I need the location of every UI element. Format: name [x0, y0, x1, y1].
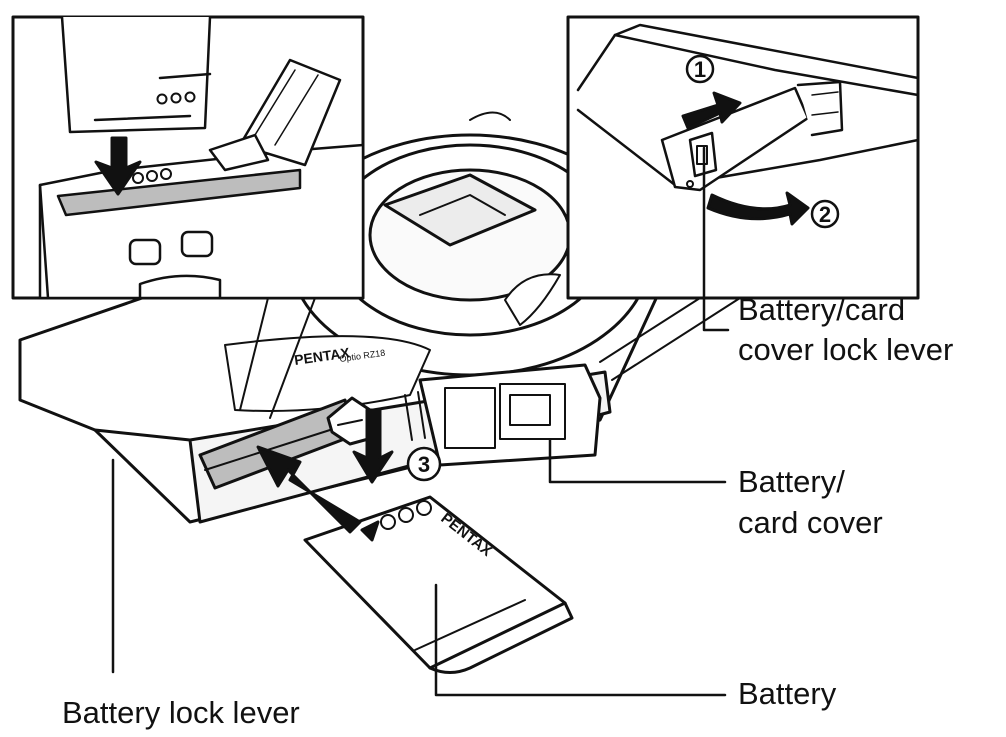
step-3-label: 3	[418, 452, 430, 477]
inset-down-arrow-icon	[94, 136, 142, 196]
step-2-label: 2	[819, 202, 831, 227]
slide-arrow-icon	[681, 91, 742, 130]
battery-inset-left	[11, 15, 365, 419]
battery-card-cover	[404, 363, 602, 467]
battery-part	[303, 495, 574, 674]
insert-arrow-icon	[256, 445, 362, 534]
step-3-circle	[406, 446, 442, 482]
cover-label-line1: Battery/	[738, 464, 845, 499]
step-1-label: 1	[694, 57, 706, 82]
leader-lines	[111, 146, 730, 697]
cover-inset-right	[566, 15, 920, 381]
cover-label-line2: card cover	[738, 505, 883, 540]
camera-body	[18, 111, 662, 524]
battery-lock-lever-label: Battery lock lever	[62, 695, 300, 730]
lock-lever-label-line2: cover lock lever	[738, 332, 954, 367]
down-arrow-icon	[352, 408, 394, 484]
camera-brand-logo: PENTAX	[293, 344, 351, 368]
lock-lever-label-line1: Battery/card	[738, 292, 906, 327]
open-arrow-icon	[706, 191, 810, 226]
battery-label: Battery	[738, 676, 837, 711]
